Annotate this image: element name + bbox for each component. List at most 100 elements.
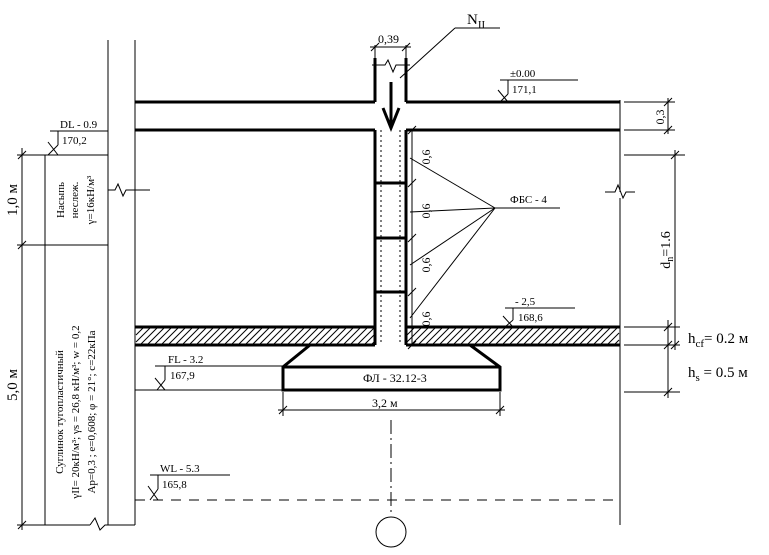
layer1-description: Насыпь неслеж. γ=16кН/м³ xyxy=(55,175,97,225)
soil-column xyxy=(44,40,150,531)
hatch-line xyxy=(467,327,485,345)
depth-dimension: dn=1.6 xyxy=(624,150,685,350)
hatch-line xyxy=(418,327,436,345)
zero-level-abs: 171,1 xyxy=(512,84,537,96)
hatch-line xyxy=(537,327,555,345)
ground-slab-hatched xyxy=(135,325,620,347)
slab-thickness-dimension: 0,3 xyxy=(624,97,675,135)
hatch-line xyxy=(161,327,179,345)
hatch-line xyxy=(189,327,207,345)
dl-abs: 170,2 xyxy=(62,135,87,147)
hatch-line xyxy=(140,327,158,345)
hatch-line xyxy=(502,327,520,345)
hatch-line xyxy=(135,327,144,336)
hatch-line xyxy=(154,327,172,345)
level-25-label: - 2,5 xyxy=(515,296,536,308)
hatch-line xyxy=(586,327,604,345)
load-arrow: NII xyxy=(381,12,500,133)
hatch-line xyxy=(600,327,618,345)
wl-level-marker: WL - 5.3 165,8 xyxy=(135,463,620,501)
hatch-line xyxy=(495,327,513,345)
hatch-line xyxy=(259,327,277,345)
footing-width-dimension: 3,2 м xyxy=(278,392,505,416)
layer2-thickness-label: 5,0 м xyxy=(5,369,21,402)
fl-label: FL - 3.2 xyxy=(168,354,203,366)
wall-width-label: 0,39 xyxy=(378,32,399,46)
block-height-4: 0,6 xyxy=(419,312,433,327)
hatch-line xyxy=(488,327,506,345)
hatch-line xyxy=(565,327,583,345)
hatch-line xyxy=(315,327,333,345)
hatch-line xyxy=(266,327,284,345)
hatch-line xyxy=(252,327,270,345)
hatch-line xyxy=(245,327,263,345)
fbs-leader: ФБС - 4 xyxy=(409,157,560,319)
axis-line xyxy=(375,420,407,548)
layer1-desc-line1: Насыпь xyxy=(55,182,67,218)
hatch-line xyxy=(135,327,151,343)
hatch-line xyxy=(406,327,415,336)
hatch-line xyxy=(371,341,375,345)
footing-label: ФЛ - 32.12-3 xyxy=(363,371,427,385)
hatch-line xyxy=(551,327,569,345)
hatch-line xyxy=(453,327,471,345)
floor-slab xyxy=(135,100,635,525)
layer-thickness-dimension: 1,0 м 5,0 м xyxy=(5,148,45,530)
hatch-line xyxy=(280,327,298,345)
dl-label: DL - 0.9 xyxy=(60,119,98,131)
level-25-marker: - 2,5 168,6 xyxy=(502,296,575,328)
hatch-line xyxy=(523,327,541,345)
hatch-line xyxy=(210,327,228,345)
zero-level-top: ±0.00 xyxy=(510,68,536,80)
load-label: NII xyxy=(467,12,486,31)
hatch-line xyxy=(231,327,249,345)
level-25-abs: 168,6 xyxy=(518,312,543,324)
hatch-line xyxy=(175,327,193,345)
fl-abs: 167,9 xyxy=(170,370,195,382)
hatch-line xyxy=(224,327,242,345)
hatch-line xyxy=(322,327,340,345)
hatch-line xyxy=(579,327,597,345)
hatch-line xyxy=(168,327,186,345)
hatch-line xyxy=(446,327,464,345)
hatch-line xyxy=(343,327,361,345)
hatch-line xyxy=(411,327,429,345)
hatch-line xyxy=(336,327,354,345)
fl-level-marker: FL - 3.2 167,9 xyxy=(135,354,283,391)
hatch-line xyxy=(294,327,312,345)
hatch-line xyxy=(287,327,305,345)
depth-label: dn=1.6 xyxy=(659,231,676,268)
hatch-line xyxy=(544,327,562,345)
hatch-line xyxy=(460,327,478,345)
fbs-label: ФБС - 4 xyxy=(510,194,547,206)
hatch-line xyxy=(607,332,620,345)
layer2-desc-line3: Ap=0,3 ; e=0,608; φ = 21°; c=22кПа xyxy=(86,330,98,493)
hatch-line xyxy=(357,327,375,345)
hatch-line xyxy=(196,327,214,345)
wall-width-dimension: 0,39 xyxy=(370,32,411,52)
layer1-desc-line2: неслеж. xyxy=(69,181,81,218)
hatch-line xyxy=(364,334,375,345)
wl-abs: 165,8 xyxy=(162,479,187,491)
hatch-line xyxy=(593,327,611,345)
hatch-line xyxy=(558,327,576,345)
block-height-3: 0,6 xyxy=(419,258,433,273)
hatch-line xyxy=(273,327,291,345)
slab-thickness-label: 0,3 xyxy=(653,110,667,125)
hatch-line xyxy=(147,327,165,345)
layer2-desc-line1: Суглинок тугопластичный xyxy=(54,350,66,474)
hatch-line xyxy=(425,327,443,345)
layer2-desc-line2: γII= 20кН/м³; γs = 26,8 кН/м³; w = 0,2 xyxy=(70,325,82,499)
wl-label: WL - 5.3 xyxy=(160,463,200,475)
zero-level-marker: ±0.00 171,1 xyxy=(497,68,578,103)
hatch-line xyxy=(474,327,492,345)
strip-footing: ФЛ - 32.12-3 xyxy=(281,343,502,392)
hatch-line xyxy=(217,327,235,345)
hatch-line xyxy=(516,327,534,345)
hatch-line xyxy=(481,327,499,345)
footing-width-label: 3,2 м xyxy=(372,396,398,410)
hatch-line xyxy=(572,327,590,345)
hatch-line xyxy=(406,327,422,343)
hatch-line xyxy=(350,327,368,345)
